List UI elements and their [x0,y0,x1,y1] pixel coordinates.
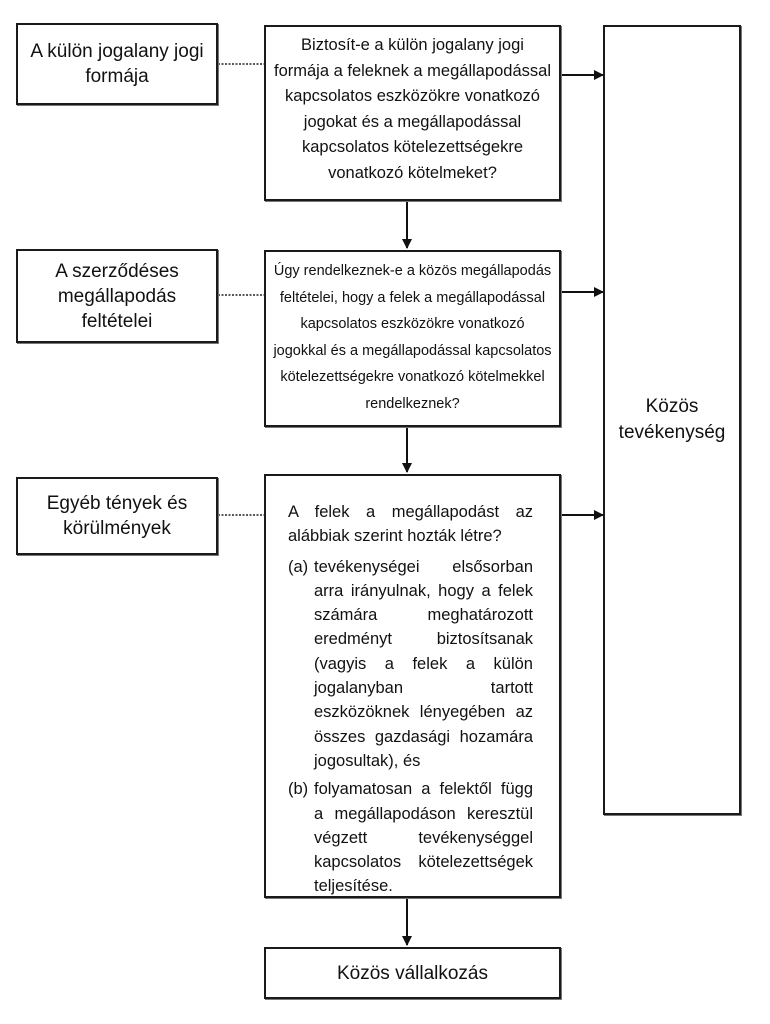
question-box-1: Biztosít-e a külön jogalany jogi formája… [264,25,561,201]
question-box-2: Úgy rendelkeznek-e a közös megállapodás … [264,250,561,427]
question-text-3-intro: A felek a megállapodást az alábbiak szer… [288,503,533,546]
condition-b: (b) folyamatosan a felektől függ a megál… [288,777,533,898]
outcome-joint-venture-label: Közös vállalkozás [336,962,489,984]
input-label-legal-form: A külön jogalany jogi formája [30,41,204,87]
input-label-other-facts: Egyéb tények és körülmények [46,493,188,539]
condition-a-marker: (a) [288,557,309,576]
question-text-2: Úgy rendelkeznek-e a közös megállapodás … [273,263,552,412]
outcome-joint-operation-label: Közös tevékenység [618,396,726,443]
condition-b-text: folyamatosan a felektől függ a megállapo… [314,780,533,896]
condition-b-marker: (b) [288,780,309,799]
input-box-legal-form: A külön jogalany jogi formája [16,23,218,105]
input-box-other-facts: Egyéb tények és körülmények [16,477,218,555]
question-text-1: Biztosít-e a külön jogalany jogi formája… [274,36,551,182]
outcome-joint-operation: Közös tevékenység [603,25,741,815]
input-box-contract-terms: A szerződéses megállapodás feltételei [16,249,218,343]
question-box-3: A felek a megállapodást az alábbiak szer… [264,474,561,898]
condition-a: (a) tevékenységei elsősorban arra irányu… [288,555,533,774]
input-label-contract-terms: A szerződéses megállapodás feltételei [55,260,179,332]
condition-a-text: tevékenységei elsősorban arra irányulnak… [314,557,533,770]
outcome-joint-venture: Közös vállalkozás [264,947,561,999]
